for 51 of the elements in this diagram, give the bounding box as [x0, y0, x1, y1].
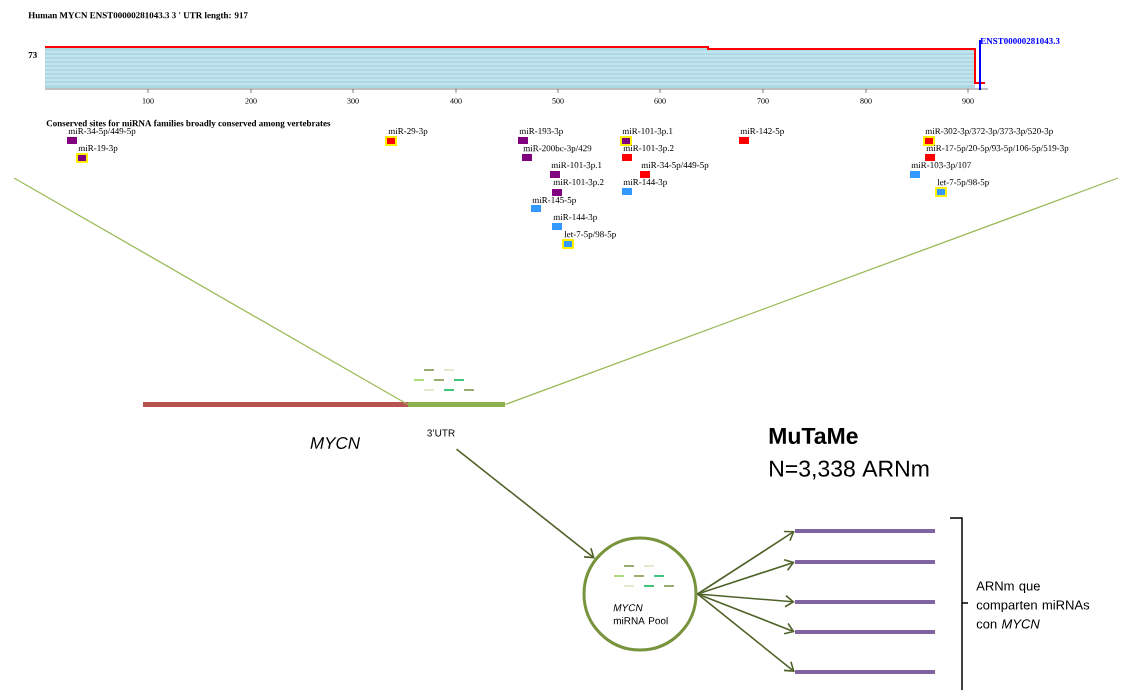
tick-label: 400 — [450, 98, 462, 104]
site-label: miR-142-5p — [740, 128, 784, 136]
arrow — [696, 530, 795, 595]
tick-label: 900 — [962, 98, 974, 104]
gene-bar — [795, 670, 935, 674]
site-label: let-7-5p/98-5p — [937, 178, 989, 188]
site-label: miR-103-3p/107 — [911, 162, 971, 170]
site-label: miR-29-3p — [388, 128, 428, 136]
site-label: miR-34-5p/449-5p — [641, 162, 709, 170]
zoom-line — [504, 177, 1119, 406]
site-label: miR-19-3p — [78, 145, 118, 153]
tick-label: 800 — [860, 98, 872, 104]
bracket-note: ARNm que comparten miRNAs con MYCN — [976, 581, 1090, 629]
site-label: miR-17-5p/20-5p/93-5p/106-5p/519-3p — [926, 145, 1069, 153]
method-title: MuTaMe — [769, 427, 858, 444]
tick-label: 200 — [245, 98, 257, 104]
tick-label: 600 — [654, 98, 666, 104]
site-label: miR-144-3p — [623, 179, 667, 187]
gene-bar — [795, 560, 935, 564]
tick-label: 100 — [142, 98, 154, 104]
heading: Human MYCN ENST00000281043.3 3 ' UTR length: 917 — [28, 11, 248, 21]
site-label: miR-144-3p — [553, 214, 597, 222]
arrow — [696, 593, 795, 672]
arrow — [696, 558, 795, 595]
gene-bar — [795, 630, 935, 634]
gene-label: 3’UTR — [427, 429, 455, 437]
gene-label: MYCN — [310, 436, 361, 449]
site-label: miR-302-3p/372-3p/373-3p/520-3p — [925, 128, 1053, 136]
site-label: miR-101-3p.2 — [623, 145, 674, 153]
tick-label: 300 — [347, 98, 359, 104]
site-label: miR-101-3p.2 — [553, 179, 604, 187]
count-label: N=3,338 ARNm — [770, 460, 929, 480]
site-label: miR-101-3p.1 — [551, 162, 602, 170]
axis-value: 73 — [28, 51, 37, 59]
zoom-line — [13, 177, 409, 406]
gene-bar — [795, 529, 935, 533]
site-label: miR-200bc-3p/429 — [523, 144, 592, 154]
site-label: let-7-5p/98-5p — [564, 230, 616, 240]
tick-label: 700 — [757, 98, 769, 104]
site-label: miR-34-5p/449-5p — [68, 128, 136, 136]
arrow — [696, 593, 795, 635]
tick-label: 500 — [552, 98, 564, 104]
transcript-label: ENST00000281043.3 — [980, 37, 1060, 45]
site-label: miR-193-3p — [519, 128, 563, 136]
circle-label: MYCN miRNA Pool — [613, 604, 668, 625]
heading: Conserved sites for miRNA families broadly conserved among vertebrates — [46, 119, 331, 129]
arrow — [696, 593, 795, 608]
site-label: miR-101-3p.1 — [622, 128, 673, 136]
site-label: miR-145-5p — [532, 197, 576, 205]
gene-bar — [795, 600, 935, 604]
arrow — [455, 448, 595, 559]
